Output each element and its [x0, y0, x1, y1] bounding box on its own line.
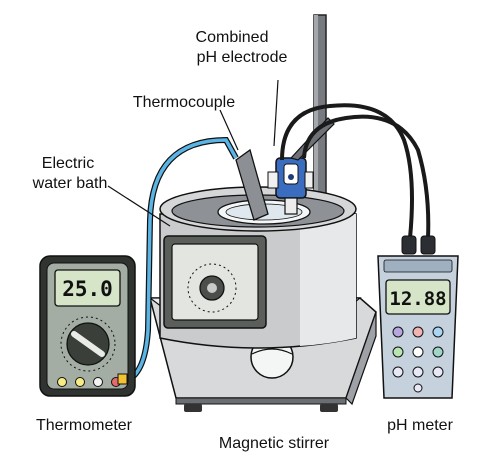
- thermometer-selector-dial: [60, 316, 116, 372]
- thermometer-device: 25.0: [39, 255, 136, 397]
- leader-combined-ph-electrode: [273, 79, 279, 147]
- thermocouple-probe: [235, 148, 269, 221]
- ph-electrode-cable-1: [280, 103, 414, 239]
- ph-meter-buttons: [392, 326, 444, 393]
- thermometer-display: 25.0: [54, 269, 121, 307]
- thermometer-input-jacks: [57, 373, 128, 387]
- temperature-dial: [187, 263, 237, 313]
- ph-meter-device: 12.88: [377, 235, 459, 399]
- labels: Combined pH electrode Thermocouple Elect…: [32, 29, 454, 452]
- ph-electrode-cable-2: [302, 114, 431, 239]
- ph-electrode: [267, 117, 335, 215]
- electric-water-bath: [159, 186, 357, 349]
- label-thermometer: Thermometer: [36, 417, 133, 434]
- label-combined-line1: Combined: [196, 29, 269, 46]
- thermometer-reading: 25.0: [62, 277, 113, 301]
- ph-meter-reading: 12.88: [389, 288, 446, 310]
- leader-electric-water-bath: [107, 185, 171, 227]
- label-ph-meter: pH meter: [387, 417, 453, 434]
- leader-thermocouple: [219, 109, 239, 151]
- label-thermocouple: Thermocouple: [133, 94, 235, 111]
- label-electric-line2: water bath: [32, 175, 108, 192]
- label-combined-line2: pH electrode: [197, 49, 288, 66]
- water-bath-control-panel: [163, 235, 267, 329]
- label-electric-line1: Electric: [42, 155, 94, 172]
- label-magnetic-stirrer: Magnetic stirrer: [219, 435, 330, 452]
- leader-lines: [107, 79, 279, 227]
- ph-meter-display: 12.88: [385, 279, 451, 315]
